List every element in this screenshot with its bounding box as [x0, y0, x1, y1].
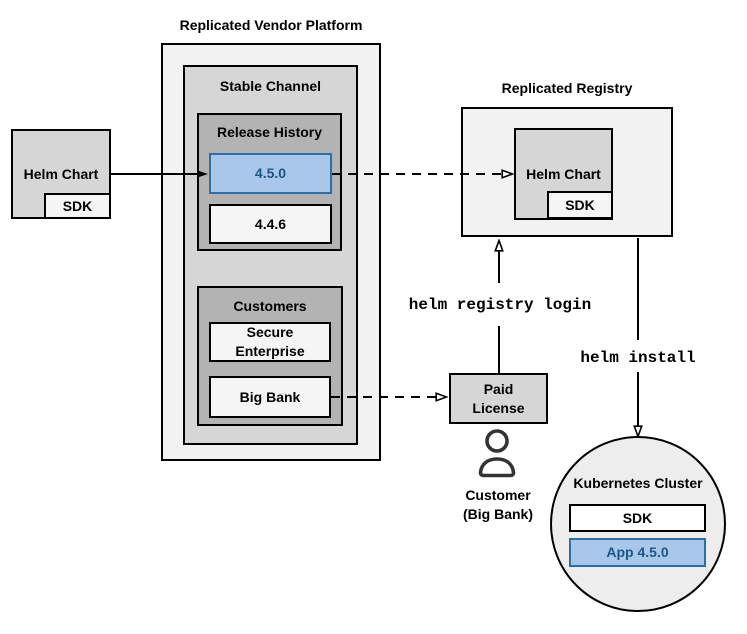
- registry-helm-chart-label: Helm Chart: [526, 165, 601, 182]
- customer-big-bank-label: Big Bank: [239, 388, 301, 405]
- paid-license-box: Paid License: [449, 373, 548, 424]
- source-helm-chart-label: Helm Chart: [23, 165, 99, 182]
- customer-caption-line2: (Big Bank): [463, 506, 533, 522]
- registry-sdk-label: SDK: [565, 196, 595, 213]
- customer-secure-enterprise-box: Secure Enterprise: [209, 322, 331, 362]
- customer-caption: Customer (Big Bank): [438, 486, 558, 524]
- release-version-446: 4.4.6: [209, 204, 332, 244]
- customer-caption-line1: Customer: [465, 487, 531, 503]
- cluster-app-box: App 4.5.0: [569, 538, 706, 567]
- helm-registry-login-command: helm registry login: [408, 296, 592, 314]
- registry-title: Replicated Registry: [501, 80, 633, 96]
- source-sdk-label: SDK: [62, 197, 93, 214]
- customer-big-bank-box: Big Bank: [209, 376, 331, 418]
- customer-secure-enterprise-label: Secure Enterprise: [235, 324, 305, 359]
- cluster-sdk-box: SDK: [569, 504, 706, 532]
- registry-sdk-box: SDK: [547, 191, 613, 219]
- cluster-sdk-label: SDK: [622, 509, 653, 526]
- stable-channel-label: Stable Channel: [219, 78, 322, 94]
- release-history-label: Release History: [216, 124, 323, 140]
- helm-install-command: helm install: [580, 349, 696, 367]
- paid-license-label: Paid License: [472, 380, 525, 416]
- source-sdk-box: SDK: [44, 193, 111, 219]
- platform-title: Replicated Vendor Platform: [179, 17, 363, 33]
- release-version-450: 4.5.0: [209, 153, 332, 194]
- customer-person-icon: [478, 429, 516, 478]
- customers-label: Customers: [233, 298, 307, 314]
- cluster-app-label: App 4.5.0: [606, 544, 669, 560]
- kubernetes-cluster-label: Kubernetes Cluster: [573, 475, 703, 491]
- release-version-446-label: 4.4.6: [254, 215, 287, 232]
- release-version-450-label: 4.5.0: [254, 165, 287, 181]
